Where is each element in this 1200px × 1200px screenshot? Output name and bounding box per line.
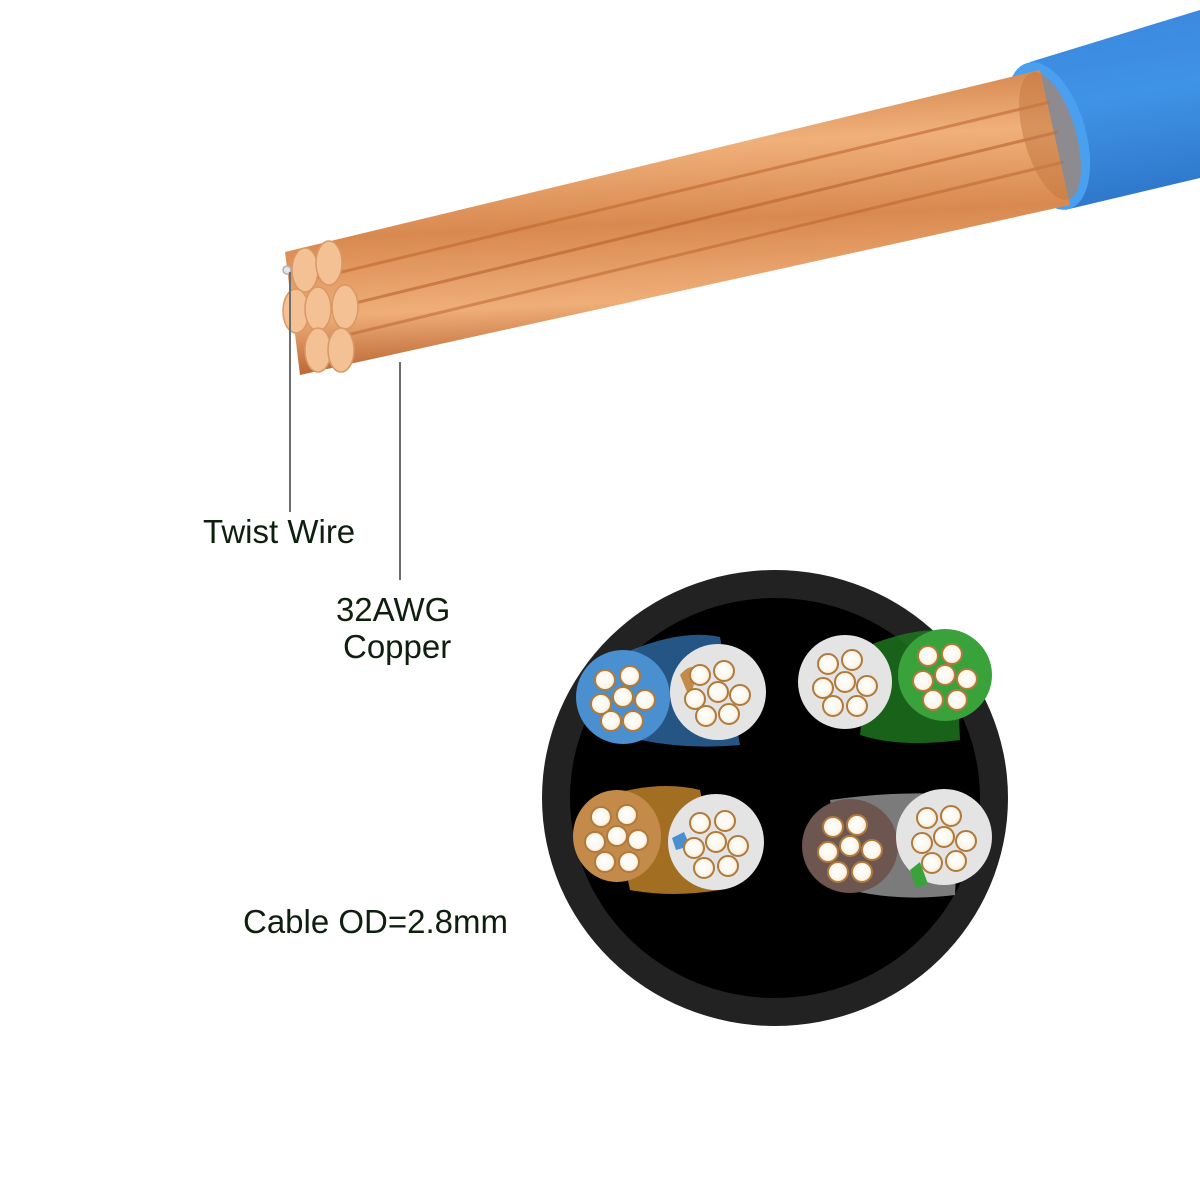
conductor-strands <box>584 643 978 883</box>
gauge-text: 32AWG <box>335 591 451 628</box>
material-text: Copper <box>343 627 452 665</box>
copper-leader-line <box>399 362 401 580</box>
conductor-gauge-label: 32AWG Copper <box>335 591 452 666</box>
cable-cross-section <box>542 570 1008 1026</box>
twist-wire-label: Twist Wire <box>203 513 356 550</box>
cable-od-label: Cable OD=2.8mm <box>243 903 509 940</box>
twist-wire-leader-line <box>289 272 291 512</box>
strand-ends <box>282 240 359 373</box>
copper-conductor <box>285 70 1081 375</box>
